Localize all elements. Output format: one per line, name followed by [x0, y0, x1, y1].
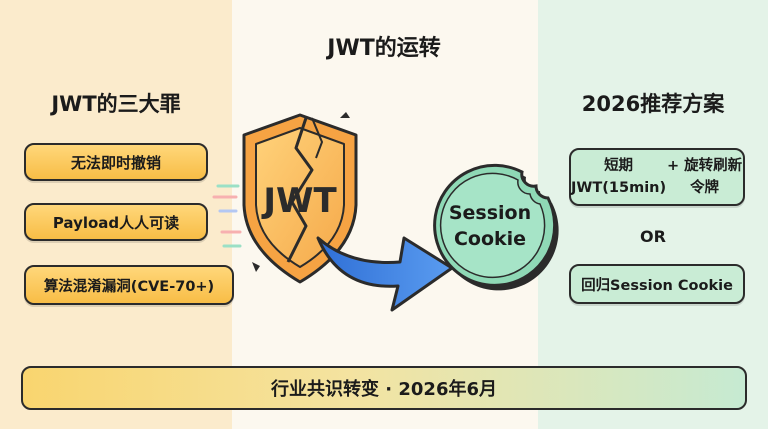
or-separator: OR	[640, 227, 666, 246]
motion-lines	[212, 184, 242, 248]
curved-arrow-icon	[316, 236, 454, 312]
right-panel	[538, 0, 768, 429]
sin-item-algorithm: 算法混淆漏洞(CVE-70+)	[24, 265, 234, 305]
right-heading: 2026推荐方案	[581, 92, 725, 116]
recommendation-short-jwt: 短期JWT(15min) + 旋转刷新令牌	[569, 148, 745, 206]
recommendation-short-jwt-line1: 短期JWT(15min)	[571, 158, 667, 196]
recommendation-session-cookie: 回归Session Cookie	[569, 264, 745, 304]
left-heading: JWT的三大罪	[51, 92, 181, 116]
recommendation-short-jwt-line2: + 旋转刷新令牌	[666, 158, 743, 196]
cookie-label-line1: Session	[449, 202, 531, 224]
consensus-banner: 行业共识转变 · 2026年6月	[21, 366, 747, 410]
cookie-label-line2: Cookie	[454, 228, 526, 250]
sin-item-revocation: 无法即时撤销	[24, 143, 208, 181]
main-title: JWT的运转	[327, 36, 441, 61]
bitten-cookie-icon: Session Cookie	[433, 163, 559, 291]
sin-item-payload: Payload人人可读	[24, 203, 208, 241]
shield-label: JWT	[261, 181, 337, 221]
cracked-shield-icon: JWT	[242, 112, 358, 284]
